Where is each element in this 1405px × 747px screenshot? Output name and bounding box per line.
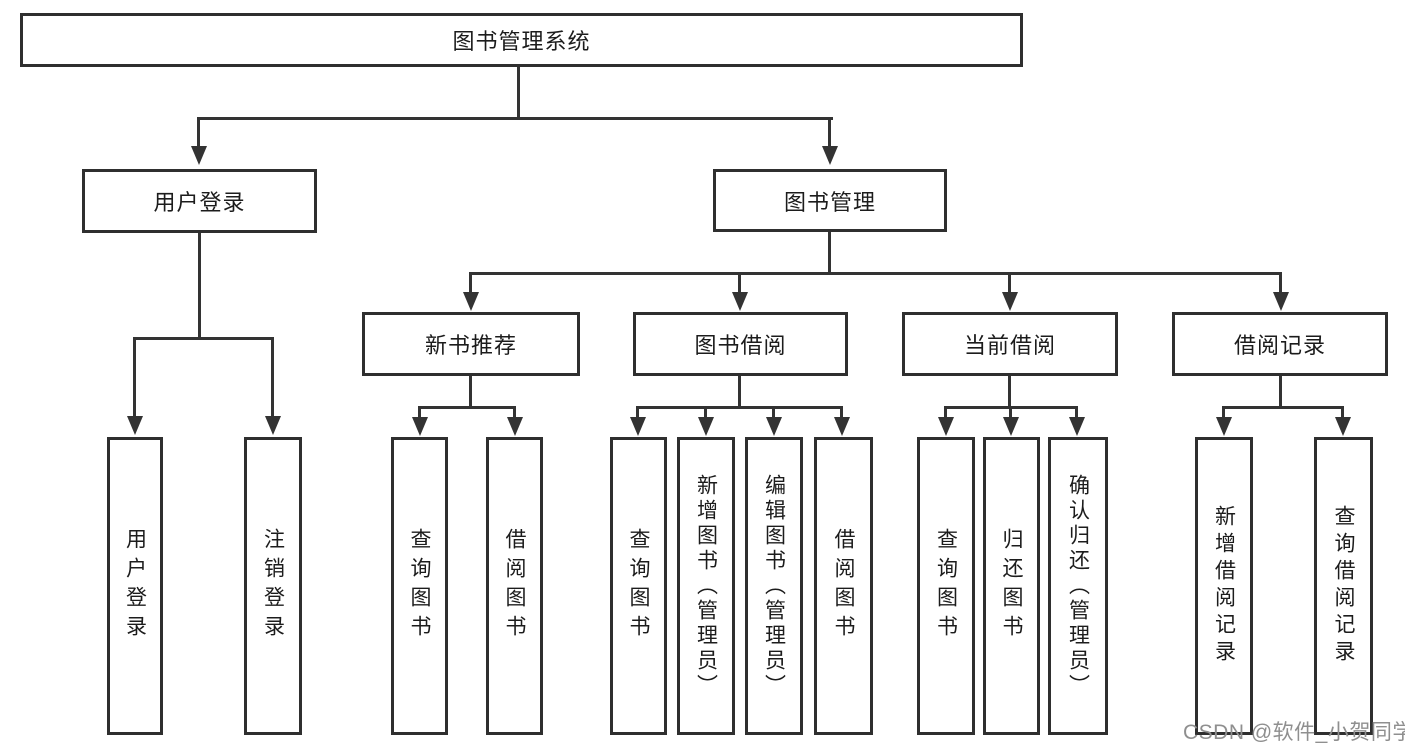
arrow-down-book-mgmt <box>822 146 838 165</box>
leaf-bb-edit-books-admin: 编辑图书（管理员） <box>745 437 803 735</box>
edge-level2-branch-line <box>469 272 1282 275</box>
edge-user-login-stem <box>197 117 200 148</box>
arrow-down-new-book <box>463 292 479 311</box>
edge-nb-query-stem <box>418 406 421 419</box>
arrow-down-br-add <box>1216 417 1232 436</box>
leaf-br-query-record: 查询借阅记录 <box>1314 437 1373 735</box>
leaf-nb-query-books: 查询图书 <box>391 437 448 735</box>
leaf-bb-add-books-admin: 新增图书（管理员） <box>677 437 735 735</box>
arrow-down-cb-return <box>1003 417 1019 436</box>
edge-nb-borrow-stem <box>513 406 516 419</box>
leaf-nb-borrow-books: 借阅图书 <box>486 437 543 735</box>
arrow-down-cb-query <box>938 417 954 436</box>
edge-level1-branch-line <box>197 117 833 120</box>
edge-root-feed-line <box>517 67 520 117</box>
node-current-borrowing: 当前借阅 <box>902 312 1118 376</box>
leaf-cb-confirm-return-admin: 确认归还（管理员） <box>1048 437 1108 735</box>
edge-book-mgmt-stem <box>828 117 831 148</box>
node-user-login: 用户登录 <box>82 169 317 233</box>
node-borrowing-records: 借阅记录 <box>1172 312 1388 376</box>
arrow-down-login-leaf <box>127 416 143 435</box>
arrow-down-logout-leaf <box>265 416 281 435</box>
leaf-cb-return-books: 归还图书 <box>983 437 1040 735</box>
edge-user-login-branch-line <box>133 337 274 340</box>
node-book-management: 图书管理 <box>713 169 947 232</box>
edge-book-borrow-feed-line <box>738 375 741 409</box>
edge-new-book-branch-line <box>418 406 516 409</box>
edge-book-mgmt-feed-line <box>828 232 831 275</box>
edge-bb-add-stem <box>704 406 707 419</box>
arrow-down-book-borrow <box>732 292 748 311</box>
edge-login-leaf-stem <box>133 337 136 416</box>
edge-logout-leaf-stem <box>271 337 274 416</box>
edge-current-borrow-stem <box>1008 272 1011 294</box>
edge-borrow-records-feed-line <box>1279 375 1282 409</box>
node-root-system: 图书管理系统 <box>20 13 1023 67</box>
arrow-down-current-borrow <box>1002 292 1018 311</box>
edge-borrow-records-stem <box>1279 272 1282 294</box>
node-new-book-recommend: 新书推荐 <box>362 312 580 376</box>
arrow-down-br-query <box>1335 417 1351 436</box>
edge-cb-return-stem <box>1009 406 1012 419</box>
arrow-down-nb-query <box>412 417 428 436</box>
csdn-watermark: CSDN @软件_小贺同学 <box>1183 721 1405 744</box>
edge-new-book-feed-line <box>469 375 472 409</box>
leaf-logout: 注销登录 <box>244 437 302 735</box>
leaf-user-login: 用户登录 <box>107 437 163 735</box>
edge-bb-query-stem <box>636 406 639 419</box>
arrow-down-bb-borrow <box>834 417 850 436</box>
node-book-borrowing: 图书借阅 <box>633 312 848 376</box>
arrow-down-bb-query <box>630 417 646 436</box>
edge-borrow-records-branch-line <box>1222 406 1344 409</box>
arrow-down-cb-confirm <box>1069 417 1085 436</box>
edge-cb-query-stem <box>944 406 947 419</box>
leaf-cb-query-books: 查询图书 <box>917 437 975 735</box>
edge-bb-borrow-stem <box>840 406 843 419</box>
edge-current-borrow-feed-line <box>1008 375 1011 409</box>
leaf-bb-query-books: 查询图书 <box>610 437 667 735</box>
edge-br-add-stem <box>1222 406 1225 419</box>
edge-book-borrow-branch-line <box>636 406 843 409</box>
arrow-down-nb-borrow <box>507 417 523 436</box>
leaf-br-add-record: 新增借阅记录 <box>1195 437 1253 735</box>
edge-cb-confirm-stem <box>1075 406 1078 419</box>
edge-br-query-stem <box>1341 406 1344 419</box>
edge-user-login-feed-line <box>198 233 201 339</box>
edge-bb-edit-stem <box>772 406 775 419</box>
arrow-down-bb-add <box>698 417 714 436</box>
edge-new-book-stem <box>469 272 472 294</box>
edge-book-borrow-stem <box>738 272 741 294</box>
leaf-bb-borrow-books: 借阅图书 <box>814 437 873 735</box>
arrow-down-bb-edit <box>766 417 782 436</box>
arrow-down-borrow-records <box>1273 292 1289 311</box>
arrow-down-user-login <box>191 146 207 165</box>
